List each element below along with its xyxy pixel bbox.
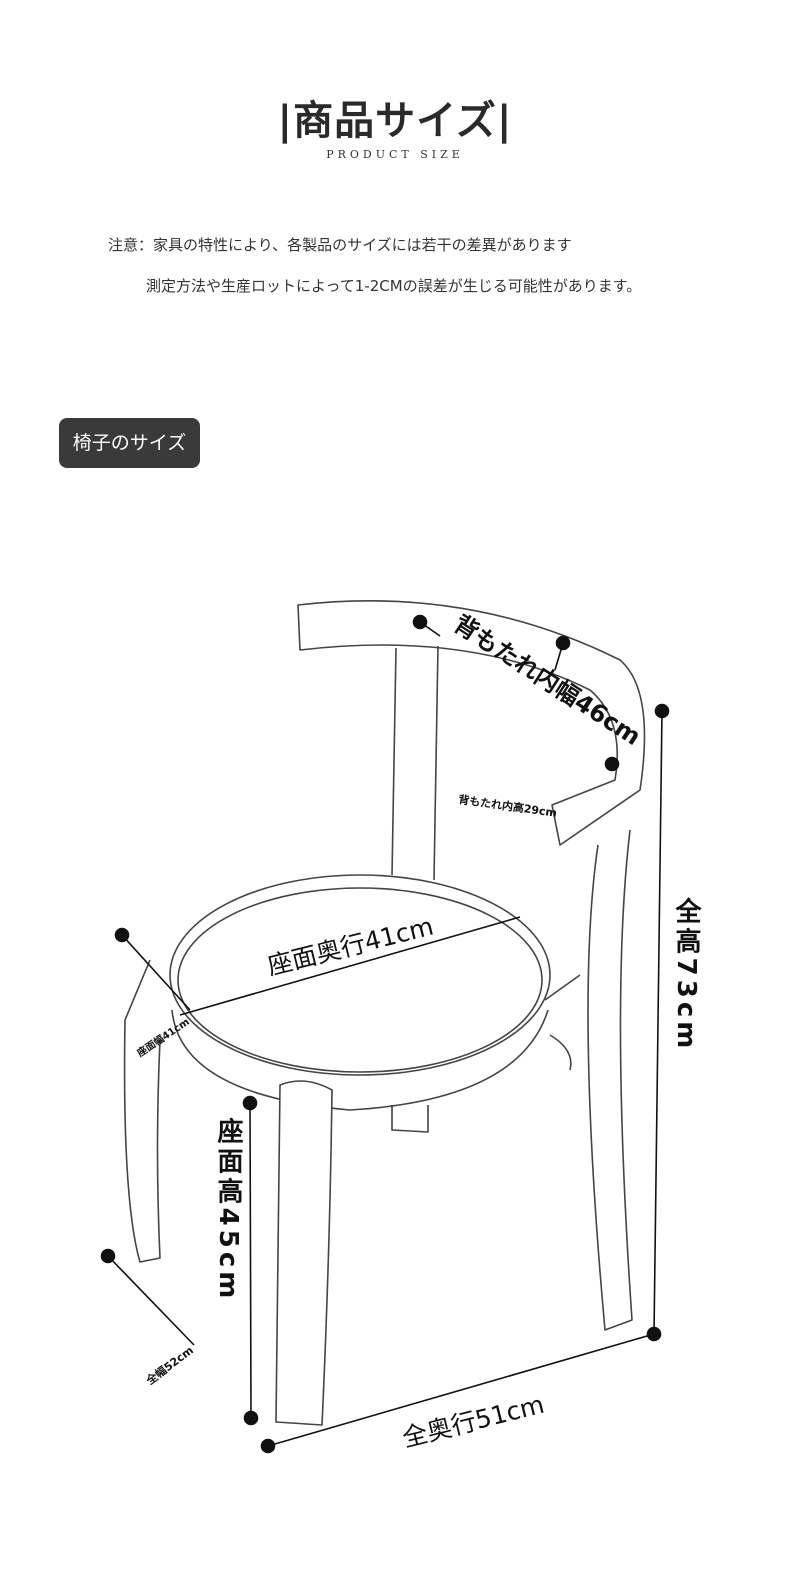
label-seat-height: 座面高45cm bbox=[213, 1117, 243, 1303]
section-badge: 椅子のサイズ bbox=[59, 418, 200, 468]
note-line-1: 注意：家具の特性により、各製品のサイズには若干の差異があります bbox=[108, 236, 572, 254]
note-line-2: 測定方法や生産ロットによって1-2CMの誤差が生じる可能性があります。 bbox=[146, 277, 642, 295]
page-title: |商品サイズ| bbox=[277, 98, 513, 144]
page-subtitle: PRODUCT SIZE bbox=[326, 148, 464, 161]
chair-outline bbox=[123, 599, 646, 1426]
dimension-lines bbox=[100, 614, 670, 1454]
label-total-height: 全高73cm bbox=[671, 897, 702, 1053]
label-total-width: 全幅52cm bbox=[143, 1343, 196, 1388]
label-seat-width: 座面幅41cm bbox=[134, 1015, 192, 1060]
label-total-depth: 全奥行51cm bbox=[399, 1390, 547, 1453]
label-backrest-height: 背もたれ内高29cm bbox=[458, 792, 558, 820]
